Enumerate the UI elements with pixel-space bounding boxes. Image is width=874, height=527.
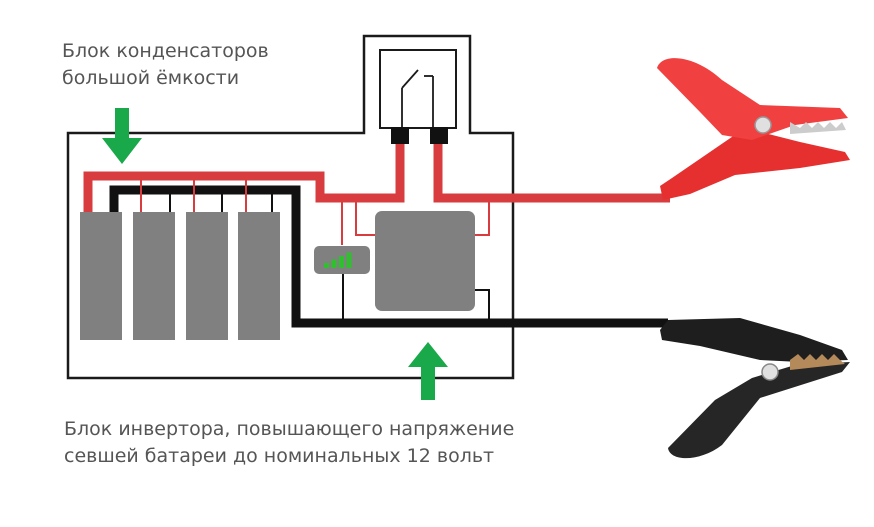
charge-level-icon: [324, 252, 352, 268]
black-clamp-icon: [660, 318, 850, 459]
charge-bar: [346, 252, 352, 268]
arrow-up-icon: [408, 342, 448, 400]
charge-indicator: [314, 246, 370, 274]
positive-wiring: [83, 144, 670, 245]
negative-wiring: [109, 185, 668, 328]
inverter-block-label-line2: севшей батареи до номинальных 12 вольт: [64, 445, 495, 467]
capacitor-module: [238, 212, 280, 340]
charge-bar: [331, 259, 337, 268]
red-clamp-teeth: [790, 122, 846, 134]
housing-outline: [66, 34, 515, 380]
inverter-block-label: Блок инвертора, повышающего напряжение с…: [64, 416, 514, 470]
inverter-block-label-line1: Блок инвертора, повышающего напряжение: [64, 418, 515, 440]
red-clamp-icon: [657, 58, 850, 200]
inverter-module: [375, 211, 475, 311]
relay-terminal-right: [430, 127, 448, 144]
capacitor-block-label: Блок конденсаторов большой ёмкости: [62, 38, 269, 92]
capacitor-block-label-line1: Блок конденсаторов: [62, 40, 269, 62]
capacitor-module: [80, 212, 122, 340]
red-clamp-lower-jaw: [660, 128, 850, 200]
charge-bar: [324, 263, 329, 268]
capacitor-module: [133, 212, 175, 340]
red-clamp-upper-jaw: [657, 58, 848, 140]
black-clamp-rivet: [761, 363, 779, 381]
red-clamp-rivet: [754, 116, 772, 134]
relay-switch-icon: [401, 69, 434, 128]
arrow-down-icon: [102, 108, 142, 164]
black-clamp-upper-jaw: [660, 318, 848, 362]
black-clamp-lower-jaw: [668, 362, 850, 459]
charge-bar: [339, 256, 344, 268]
capacitor-block-label-line2: большой ёмкости: [62, 67, 240, 89]
relay-terminal-left: [391, 127, 409, 144]
black-clamp-teeth: [790, 354, 845, 370]
capacitor-module: [186, 212, 228, 340]
relay-box: [379, 49, 457, 129]
